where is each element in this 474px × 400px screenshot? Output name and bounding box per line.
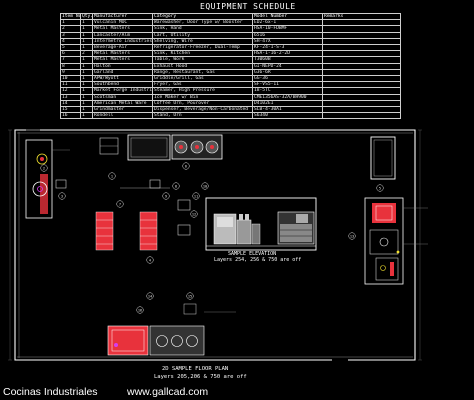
item-tag-number: 2 (43, 166, 45, 170)
schedule-cell-remarks (322, 106, 401, 114)
item-tag-bubble (182, 162, 190, 170)
elevation-caption-layers: Layers 254, 256 & 750 are off (214, 257, 302, 263)
schedule-cell-remarks (322, 62, 401, 70)
elevation-caption-title: SAMPLE ELEVATION (228, 251, 277, 257)
item-tag-bubble (40, 164, 48, 172)
schedule-title: EQUIPMENT SCHEDULE (200, 2, 296, 11)
shelving-racks (95, 211, 158, 251)
item-tag-number: 15 (188, 294, 192, 298)
item-tag-number: 7 (119, 202, 121, 206)
prep-area-items (55, 179, 191, 236)
footer-bar (0, 386, 474, 400)
item-tag-number: 1 (111, 174, 113, 178)
item-tag-bubble (201, 182, 209, 190)
item-tag-number: 6 (185, 164, 187, 168)
item-tag-bubble (186, 292, 194, 300)
item-tag-number: 4 (149, 258, 151, 262)
schedule-header-remarks: Remarks (322, 12, 401, 21)
item-tag-bubble (116, 200, 124, 208)
item-tag-number: 12 (192, 212, 196, 216)
item-tag-number: 11 (194, 194, 198, 198)
item-tag-bubble (162, 192, 170, 200)
item-tag-bubble (172, 182, 180, 190)
schedule-cell-remarks (322, 93, 401, 101)
schedule-cell-remarks (322, 81, 401, 89)
schedule-cell-remarks (322, 75, 401, 83)
item-tag-number: 14 (148, 294, 152, 298)
item-tag-bubble (146, 256, 154, 264)
item-tag-bubble (376, 184, 384, 192)
footer-title: Cocinas Industriales (3, 386, 98, 398)
back-counter-equipment (99, 134, 223, 161)
item-tag-bubble (136, 306, 144, 314)
item-tag-bubble (108, 172, 116, 180)
bottom-dish-area (107, 303, 236, 356)
item-tag-bubble (348, 232, 356, 240)
item-tag-number: 5 (379, 186, 381, 190)
item-tag-number: 8 (175, 184, 177, 188)
item-tag-number: 10 (203, 184, 207, 188)
sample-elevation (205, 197, 317, 251)
item-tag-number: 3 (61, 194, 63, 198)
schedule-cell-remarks (322, 25, 401, 33)
right-wall-equipment (364, 136, 428, 285)
footer-url[interactable]: www.gallcad.com (127, 386, 209, 398)
item-tag-bubble (58, 192, 66, 200)
item-tag-number: 13 (350, 234, 354, 238)
floor-plan-caption-title: 2D SAMPLE FLOOR PLAN (162, 366, 229, 372)
item-tag-number: 16 (138, 308, 142, 312)
item-tag-bubble (192, 192, 200, 200)
schedule-cell-remarks (322, 112, 401, 120)
equipment-schedule-table: Item No. Qty. Manufacturer Category Mode… (60, 12, 401, 120)
item-tag-bubble (190, 210, 198, 218)
schedule-cell-remarks (322, 87, 401, 95)
floor-plan-walls (14, 129, 416, 361)
item-tag-bubble (146, 292, 154, 300)
schedule-header-row: Item No. Qty. Manufacturer Category Mode… (60, 12, 401, 21)
item-tag-number: 9 (165, 194, 167, 198)
floor-plan-caption-layers: Layers 205,206 & 750 are off (154, 374, 247, 380)
schedule-cell-remarks (322, 19, 401, 27)
left-wall-equipment (25, 139, 70, 219)
schedule-cell-remarks (322, 99, 401, 108)
dimension-marks (8, 129, 422, 361)
schedule-cell-remarks (322, 68, 401, 77)
